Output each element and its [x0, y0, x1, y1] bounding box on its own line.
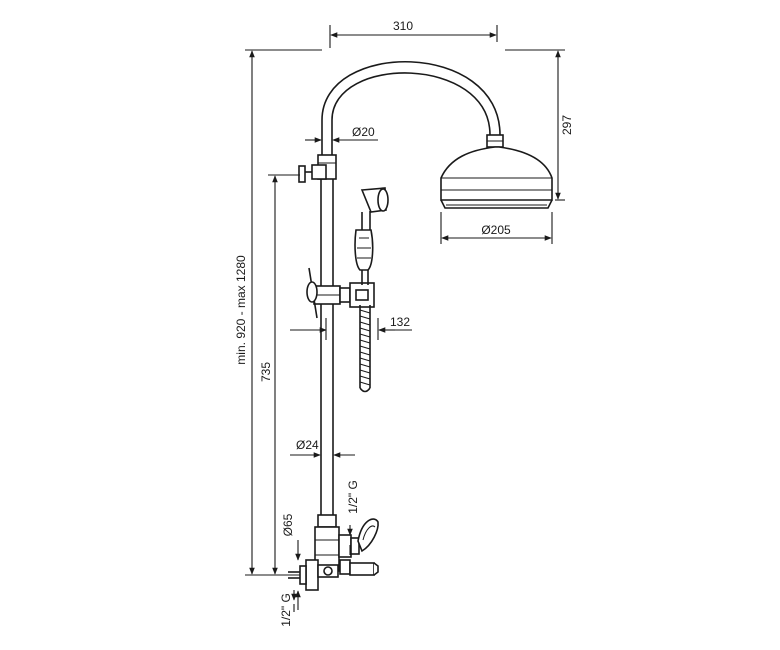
shower-arm [321, 60, 501, 155]
handshower-holder [306, 267, 375, 319]
riser-pipe [320, 174, 334, 521]
dim-label-arm-height: 297 [560, 115, 574, 135]
dim-label-total-height: min. 920 - max 1280 [234, 255, 248, 365]
dim-label-arm-reach: 310 [393, 19, 413, 33]
dim-label-outlet-height: 735 [259, 362, 273, 382]
flexible-hose [359, 305, 371, 393]
dim-label-head-diameter: Ø205 [481, 223, 511, 237]
dimension-labels: 310 297 Ø20 Ø205 132 Ø24 min. 920 - max … [234, 19, 574, 627]
riser-lower-collar [317, 514, 337, 528]
dim-label-flange-diameter: Ø65 [281, 513, 295, 536]
shower-head [440, 146, 553, 209]
hand-shower [354, 187, 389, 285]
dim-label-mixer-inlet: 1/2" G [346, 480, 360, 514]
dim-label-arm-tube-diameter: Ø20 [352, 125, 375, 139]
dim-label-handshower-offset: 132 [390, 315, 410, 329]
top-valve-knob [298, 164, 327, 183]
shower-column [288, 60, 553, 591]
dim-label-wall-inlet: 1/2" G [279, 593, 293, 627]
mixer-body [288, 518, 379, 591]
dim-label-riser-diameter: Ø24 [296, 438, 319, 452]
dimension-lines [245, 25, 565, 612]
